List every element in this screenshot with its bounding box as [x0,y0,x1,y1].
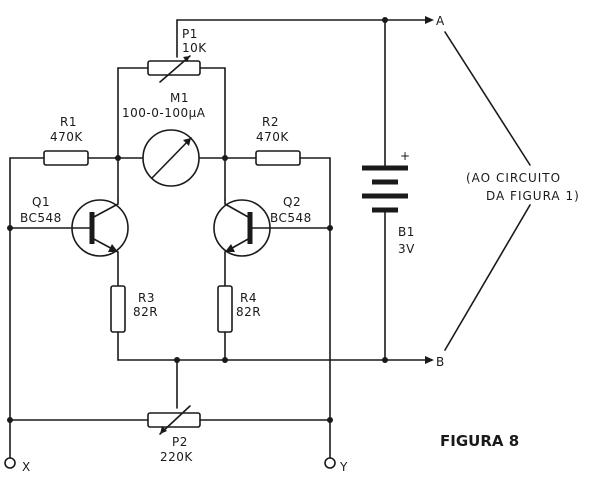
r2-ref: R2 [262,115,279,129]
q2-ref: Q2 [283,195,301,209]
meter-m1 [117,129,226,187]
junction-b [382,357,388,363]
r3-ref: R3 [138,291,155,305]
junction-m1-left [115,155,121,161]
q2-value: BC548 [270,211,312,225]
terminal-x [4,457,16,469]
junction-dots [7,17,388,423]
junction-p2-wiper [174,357,180,363]
terminal-y [324,457,336,469]
m1-ref: M1 [170,91,189,105]
junction-y-rail [327,417,333,423]
resistor-r3 [110,285,126,361]
m1-value: 100-0-100µA [122,106,206,120]
junction-a [382,17,388,23]
b1-polarity: + [400,149,411,163]
battery-b1 [362,19,408,361]
figure-label: FIGURA 8 [440,432,519,450]
b1-ref: B1 [398,225,415,239]
q1-value: BC548 [20,211,62,225]
b1-value: 3V [398,242,415,256]
note-line-2: DA FIGURA 1) [486,189,580,203]
junction-r4-bottom [222,357,228,363]
r1-value: 470K [50,130,83,144]
resistor-r2 [224,150,331,229]
resistor-r4 [217,285,233,361]
terminal-y-label: Y [339,460,348,474]
terminal-a-label: A [436,14,445,28]
junction-q1-base [7,225,13,231]
wire-top-rail [176,16,434,58]
potentiometer-p1 [117,55,226,83]
p1-ref: P1 [182,27,198,41]
p2-value: 220K [160,450,193,464]
transistor-q2 [213,199,331,287]
r4-ref: R4 [240,291,257,305]
transistor-q1 [9,199,129,287]
junction-q2-base [327,225,333,231]
note-line-1: (AO CIRCUITO [466,171,561,185]
junction-m1-right [222,155,228,161]
junction-x-rail [7,417,13,423]
terminal-x-label: X [22,460,31,474]
r2-value: 470K [256,130,289,144]
resistor-r1 [9,150,119,229]
potentiometer-p2 [9,405,331,435]
terminal-b-label: B [436,355,445,369]
p2-ref: P2 [172,435,188,449]
r4-value: 82R [236,305,261,319]
r1-ref: R1 [60,115,77,129]
r3-value: 82R [133,305,158,319]
note-bracket [444,31,531,351]
q1-ref: Q1 [32,195,50,209]
p1-value: 10K [182,41,207,55]
